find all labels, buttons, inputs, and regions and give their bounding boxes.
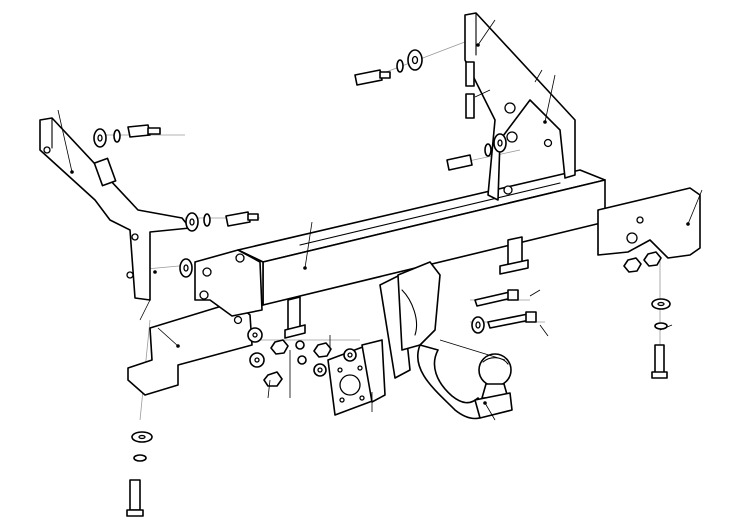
hex-nuts — [263, 251, 662, 387]
leader-lines — [139, 69, 673, 399]
right-upper-bracket — [464, 12, 576, 201]
lock-washers — [113, 59, 668, 462]
tow-hitch-neck — [379, 261, 489, 420]
left-upper-bracket — [39, 109, 191, 301]
right-side-plate — [597, 187, 703, 259]
bottom-right-bolt — [651, 344, 668, 379]
left-middle-bolt — [225, 211, 259, 227]
long-hitch-bolts — [474, 289, 537, 329]
bottom-left-bolt — [126, 479, 144, 517]
washers — [93, 49, 671, 443]
upper-left-bolt — [127, 124, 161, 138]
left-mount-plate — [194, 249, 263, 317]
vertical-bolts-right — [93, 61, 475, 187]
right-middle-bolt — [446, 154, 473, 171]
socket-plate — [327, 339, 386, 416]
tow-ball — [439, 339, 513, 421]
upper-right-bolt — [354, 69, 391, 86]
